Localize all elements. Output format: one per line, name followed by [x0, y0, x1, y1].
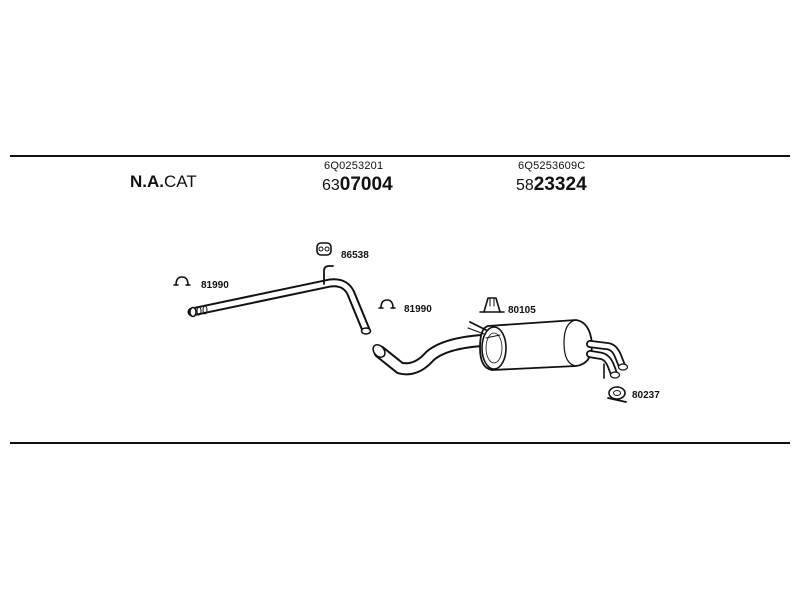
rear-silencer-number-main: 23324: [533, 174, 587, 195]
rubber-ring-hanger-icon: [607, 386, 627, 403]
rubber-hanger-icon: [316, 242, 332, 256]
front-pipe-oe-ref: 6Q0253201: [324, 160, 384, 172]
rear-silencer-number-prefix: 58: [516, 177, 534, 194]
rear-silencer-part-number: 5823324: [516, 174, 587, 196]
bracket-callout-label: 80105: [508, 305, 536, 316]
clamp-callout-label-middle: 81990: [404, 304, 432, 315]
catalyst-label-strong: N.A.: [130, 172, 164, 191]
front-pipe-number-main: 07004: [339, 174, 393, 195]
front-pipe: [187, 265, 372, 335]
clamp-callout-label-front: 81990: [201, 280, 229, 291]
mounting-bracket-icon: [479, 297, 505, 313]
ring-hanger-callout-label: 80237: [632, 390, 660, 401]
hanger-callout-label: 86538: [341, 250, 369, 261]
pipe-clamp-icon: [378, 299, 396, 309]
pipe-clamp-icon: [173, 276, 191, 286]
top-divider: [10, 155, 790, 157]
rear-pipe: [372, 333, 497, 376]
catalyst-label: N.A.CAT: [130, 172, 197, 192]
rear-silencer: [467, 319, 629, 379]
rear-silencer-oe-ref: 6Q5253609C: [518, 160, 586, 172]
front-pipe-part-number: 6307004: [322, 174, 393, 196]
front-pipe-number-prefix: 63: [322, 177, 340, 194]
bottom-divider: [10, 442, 790, 444]
catalyst-label-rest: CAT: [164, 172, 197, 191]
